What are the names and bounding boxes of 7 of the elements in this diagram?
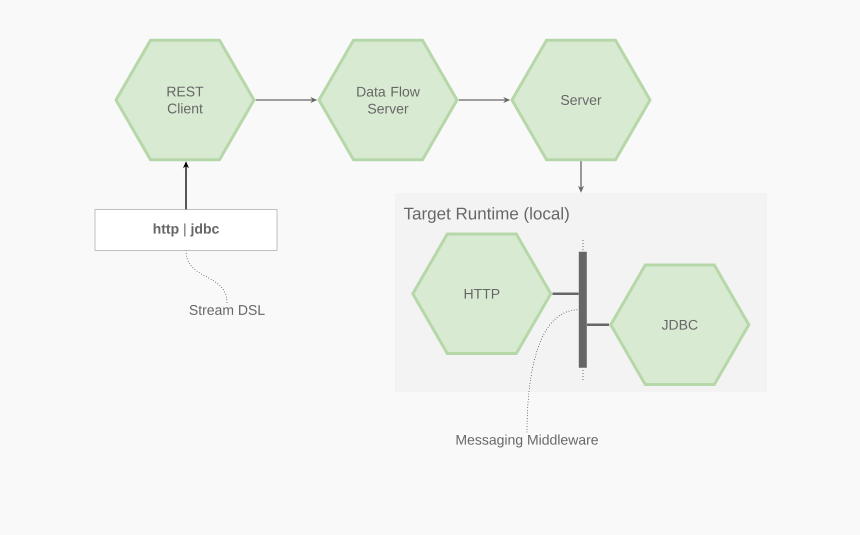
- note-text: Stream DSL: [190, 305, 265, 315]
- connector-line: [587, 324, 610, 326]
- note-text: Messaging Middleware: [456, 434, 598, 448]
- connector-line: [552, 292, 579, 296]
- leader-line: [186, 250, 228, 304]
- command-box: http | jdbc: [94, 209, 278, 251]
- leader-line: [526, 309, 579, 433]
